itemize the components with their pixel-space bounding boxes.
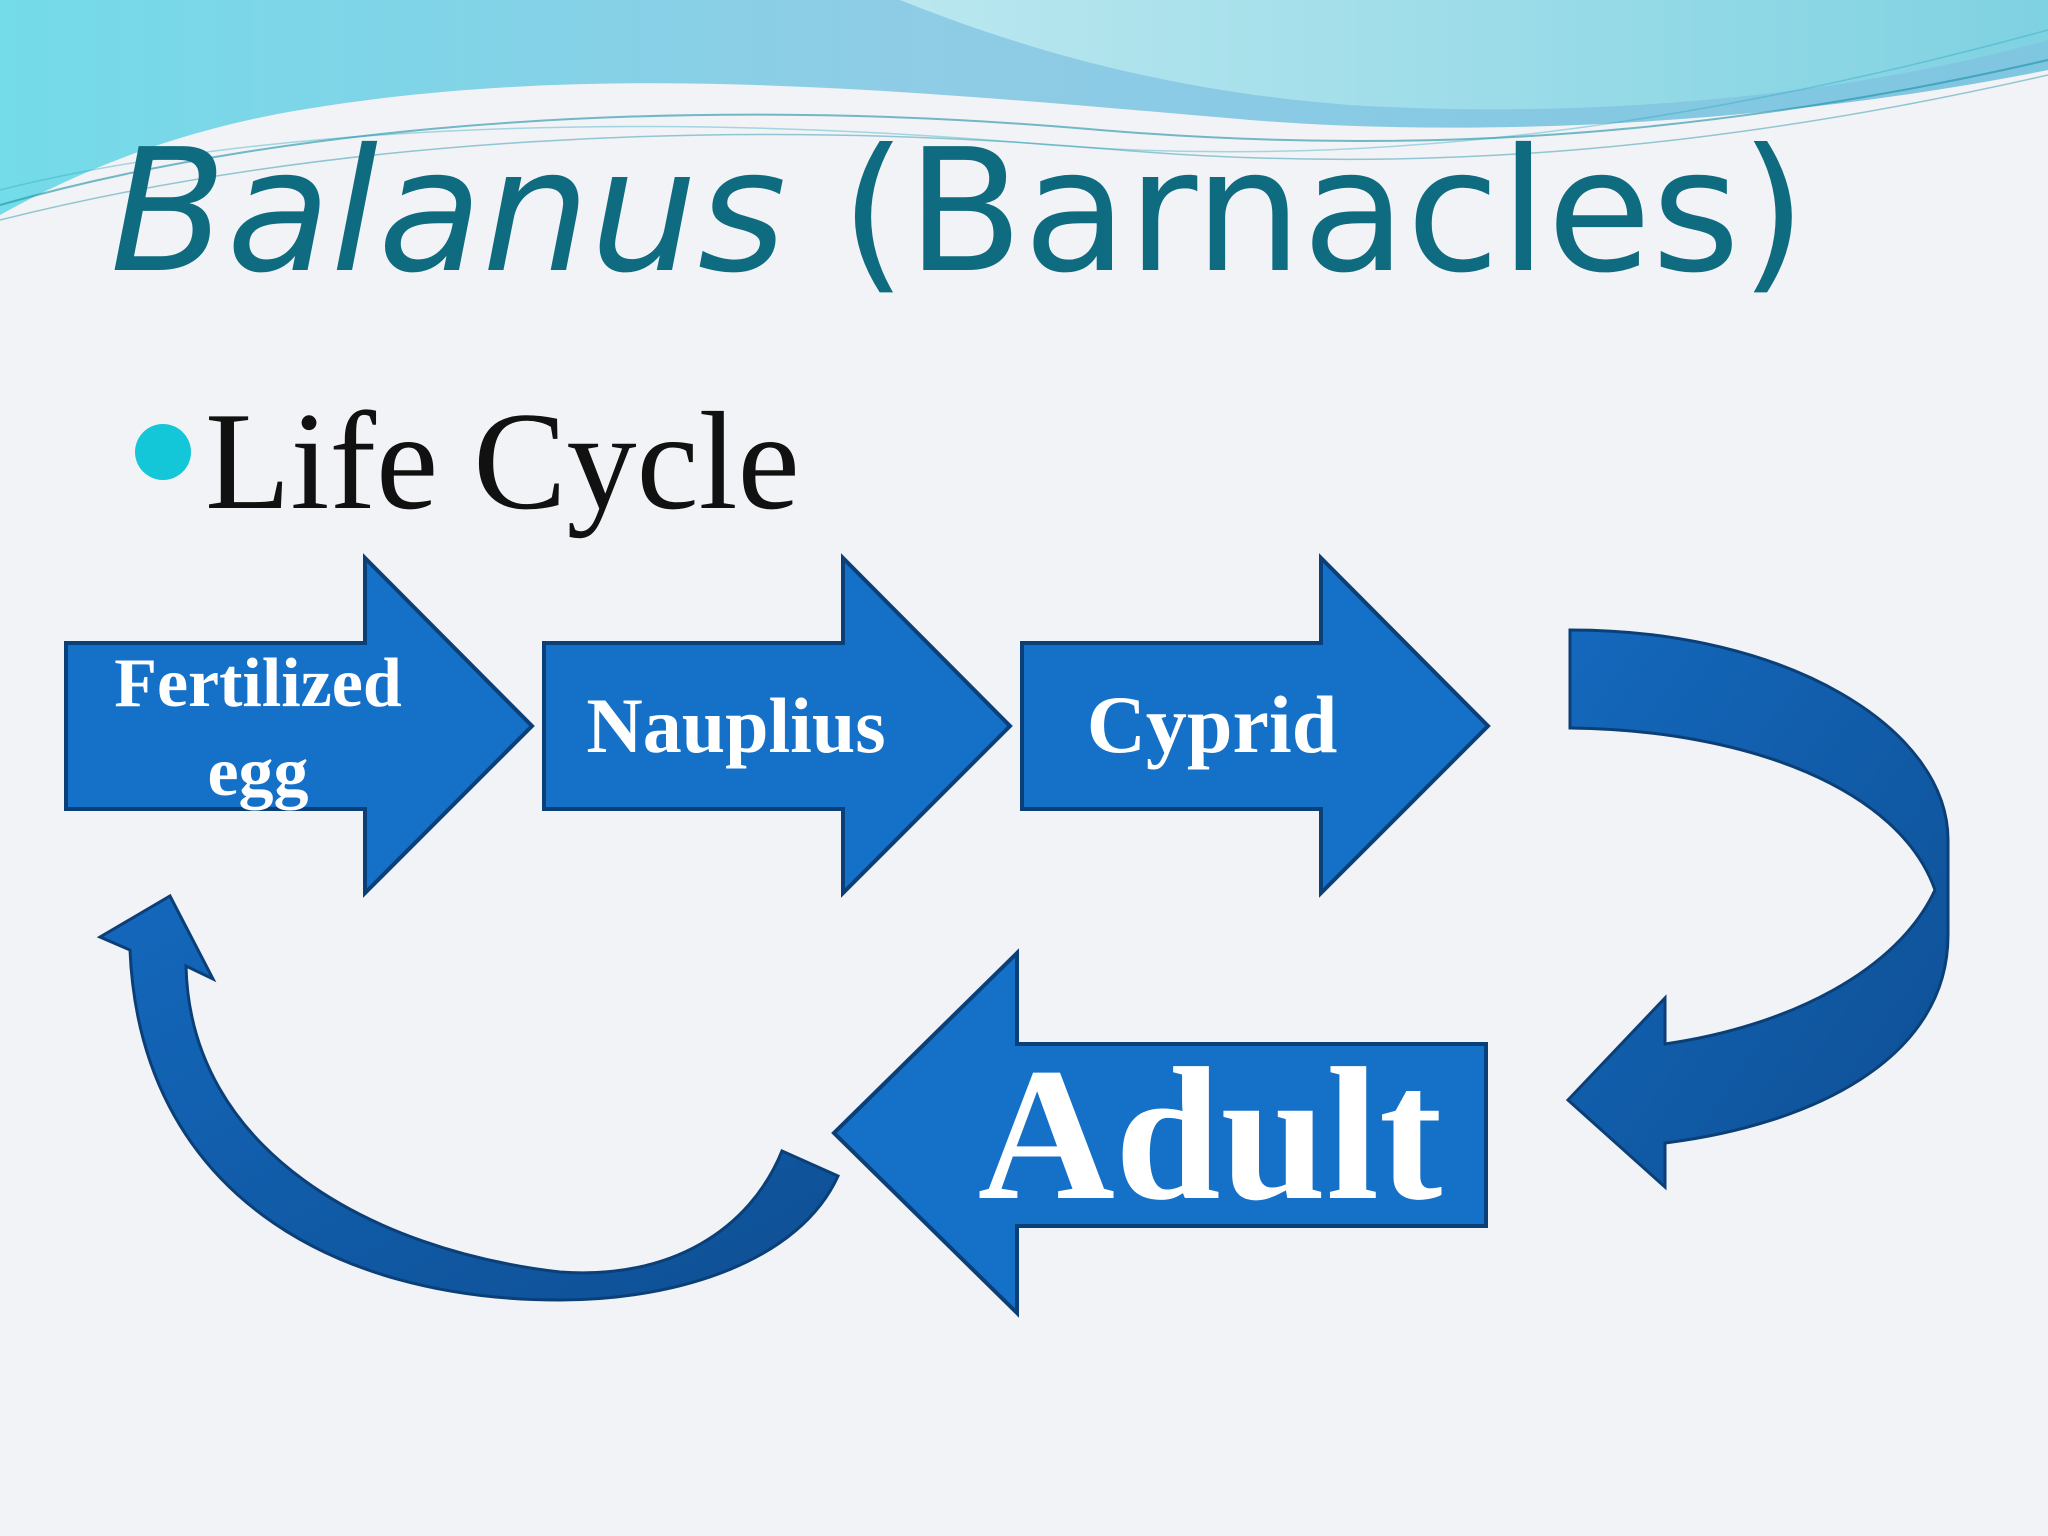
stage-arrow-cypris: Cyprid [1020,553,1491,898]
curved-arrow-body [96,893,840,1302]
stage-arrow-nauplius: Nauplius [542,553,1013,898]
stage-label-nauplius: Nauplius [586,682,885,769]
arrow-shape [831,948,1488,1318]
title-rest-part: (Barnacles) [786,113,1806,311]
bullet-dot [135,424,191,480]
curved-arrow-body [1565,628,1950,1191]
slide-title: Balanus (Barnacles) [110,113,1806,311]
title-italic-part: Balanus [110,113,786,311]
bullet-text: Life Cycle [205,384,800,539]
stage-arrow-adult: Adult [831,948,1488,1318]
stage-label-fertilized-line1: Fertilized [114,645,402,722]
arrow-shape [542,553,1013,898]
arrow-shape [1020,553,1491,898]
arrow-shape [64,553,535,898]
curved-arrow-to-fertilized-egg [96,893,840,1302]
stage-label-fertilized-line2: egg [207,734,308,811]
stage-label-cypris: Cyprid [1087,679,1338,770]
stage-label-adult: Adult [978,1030,1443,1240]
curved-arrow-to-adult [1565,628,1950,1191]
header-wave-decoration [0,0,2048,221]
stage-arrow-fertilized-egg: Fertilized egg [64,553,535,898]
